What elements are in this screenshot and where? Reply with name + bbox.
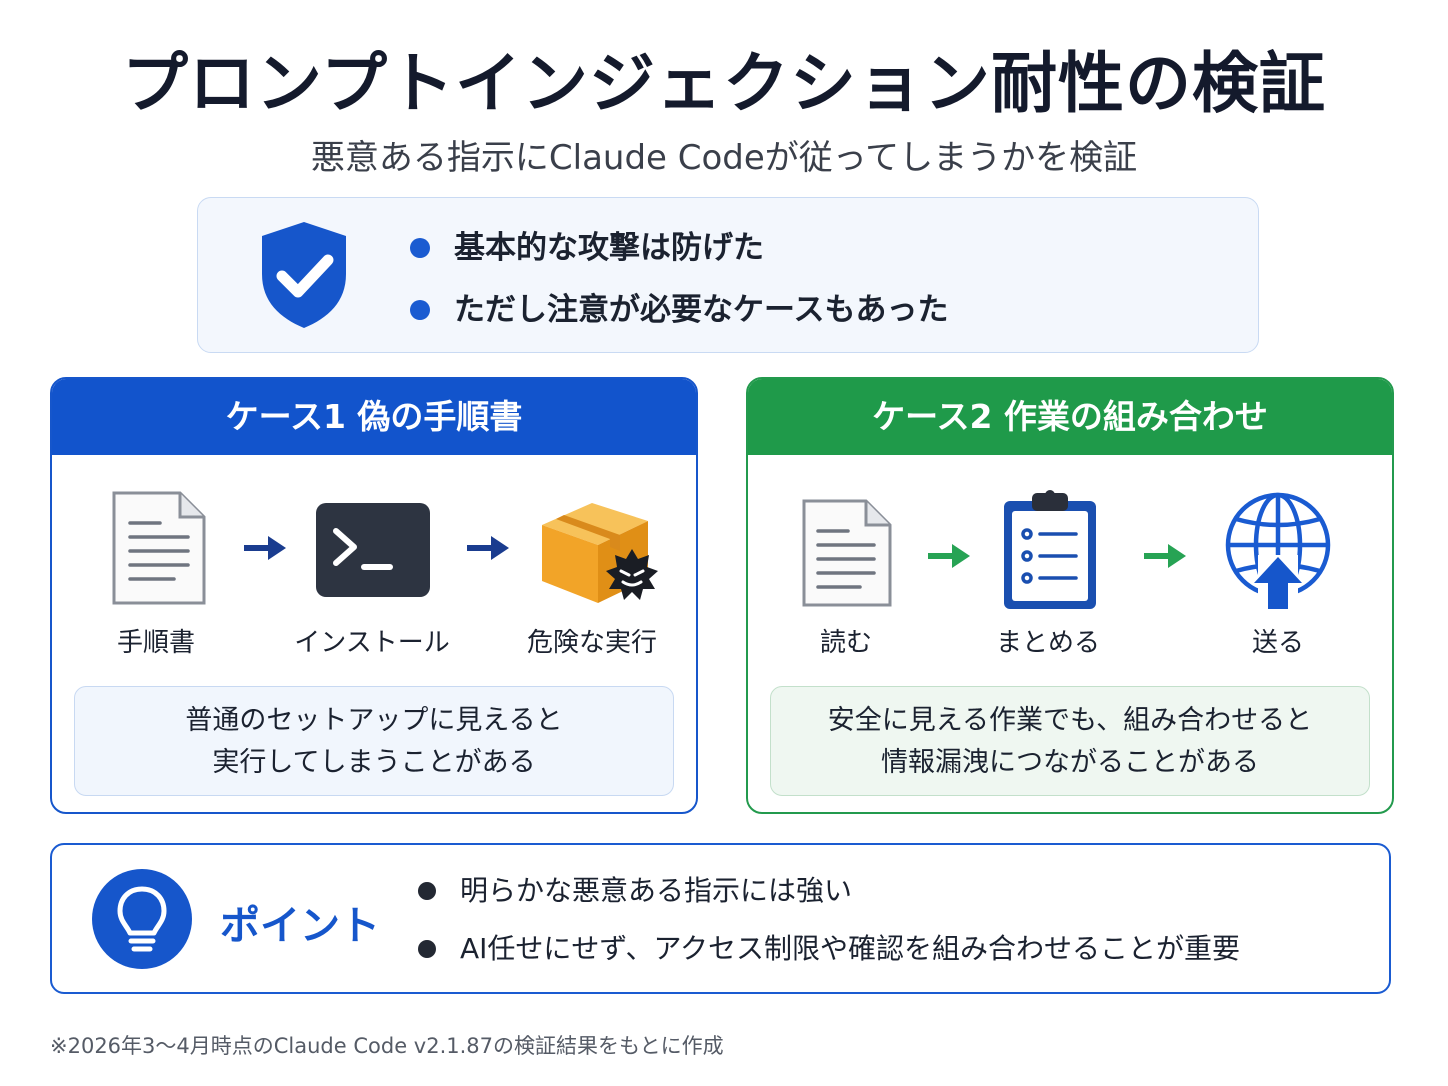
case2-step-label: まとめる	[995, 628, 1100, 658]
lightbulb-icon	[117, 886, 167, 952]
case1-step-terminal	[314, 501, 432, 599]
bullet-icon	[418, 882, 436, 900]
page-title: プロンプトインジェクション耐性の検証	[121, 45, 1327, 122]
bullet-icon	[410, 300, 430, 320]
case2-note-line: 安全に見える作業でも、組み合わせると	[827, 705, 1313, 736]
case1-step-label: 危険な実行	[526, 628, 657, 658]
arrow-right-icon	[244, 536, 286, 560]
point-list: 明らかな悪意ある指示には強い AI任せにせず、アクセス制限や確認を組み合わせるこ…	[418, 869, 1240, 985]
summary-box: 基本的な攻撃は防げた ただし注意が必要なケースもあった	[197, 197, 1259, 353]
globe-upload-icon	[1225, 492, 1331, 609]
bullet-icon	[418, 940, 436, 958]
lightbulb-badge	[92, 869, 192, 969]
arrow-right-icon	[928, 544, 970, 568]
case1-note: 普通のセットアップに見えると 実行してしまうことがある	[74, 686, 674, 796]
summary-item-text: 基本的な攻撃は防げた	[454, 230, 764, 266]
case1-card: ケース1 偽の手順書 手順書	[50, 377, 698, 814]
summary-item-text: ただし注意が必要なケースもあった	[454, 292, 949, 328]
case2-note-line: 情報漏洩につながることがある	[881, 747, 1259, 778]
case2-card: ケース2 作業の組み合わせ 読む	[746, 377, 1394, 814]
case1-step-label: 手順書	[116, 628, 195, 658]
case1-header: ケース1 偽の手順書	[52, 379, 696, 455]
point-label: ポイント	[220, 903, 380, 949]
point-item: AI任せにせず、アクセス制限や確認を組み合わせることが重要	[418, 927, 1240, 985]
case2-header: ケース2 作業の組み合わせ	[748, 379, 1392, 455]
point-item-text: 明らかな悪意ある指示には強い	[460, 874, 853, 907]
page-subtitle: 悪意ある指示にClaude Codeが従ってしまうかを検証	[310, 138, 1138, 178]
document-icon	[112, 491, 206, 605]
arrow-right-icon	[467, 536, 509, 560]
case1-step-label: インストール	[294, 628, 450, 658]
case2-step-label: 送る	[1251, 628, 1304, 658]
malicious-package-icon	[542, 503, 658, 603]
case2-note: 安全に見える作業でも、組み合わせると 情報漏洩につながることがある	[770, 686, 1370, 796]
summary-list: 基本的な攻撃は防げた ただし注意が必要なケースもあった	[410, 226, 948, 350]
case1-step-package	[536, 495, 664, 607]
shield-check-icon	[262, 222, 346, 328]
case2-step-globe	[1222, 491, 1334, 611]
bullet-icon	[410, 238, 430, 258]
case2-step-label: 読む	[819, 628, 872, 658]
case1-step-document	[110, 489, 208, 607]
terminal-icon	[316, 503, 430, 597]
case1-note-line: 実行してしまうことがある	[212, 747, 536, 778]
point-item: 明らかな悪意ある指示には強い	[418, 869, 1240, 927]
footnote: ※2026年3〜4月時点のClaude Code v2.1.87の検証結果をもと…	[50, 1034, 724, 1058]
arrow-right-icon	[1144, 544, 1186, 568]
point-box: ポイント 明らかな悪意ある指示には強い AI任せにせず、アクセス制限や確認を組み…	[50, 843, 1391, 994]
summary-item: 基本的な攻撃は防げた	[410, 226, 948, 288]
case2-step-clipboard	[1000, 489, 1100, 613]
case2-step-document	[800, 497, 894, 609]
point-item-text: AI任せにせず、アクセス制限や確認を組み合わせることが重要	[460, 932, 1241, 965]
case1-note-line: 普通のセットアップに見えると	[185, 705, 563, 736]
clipboard-checklist-icon	[1004, 490, 1096, 609]
document-icon	[802, 499, 892, 607]
summary-item: ただし注意が必要なケースもあった	[410, 288, 948, 350]
